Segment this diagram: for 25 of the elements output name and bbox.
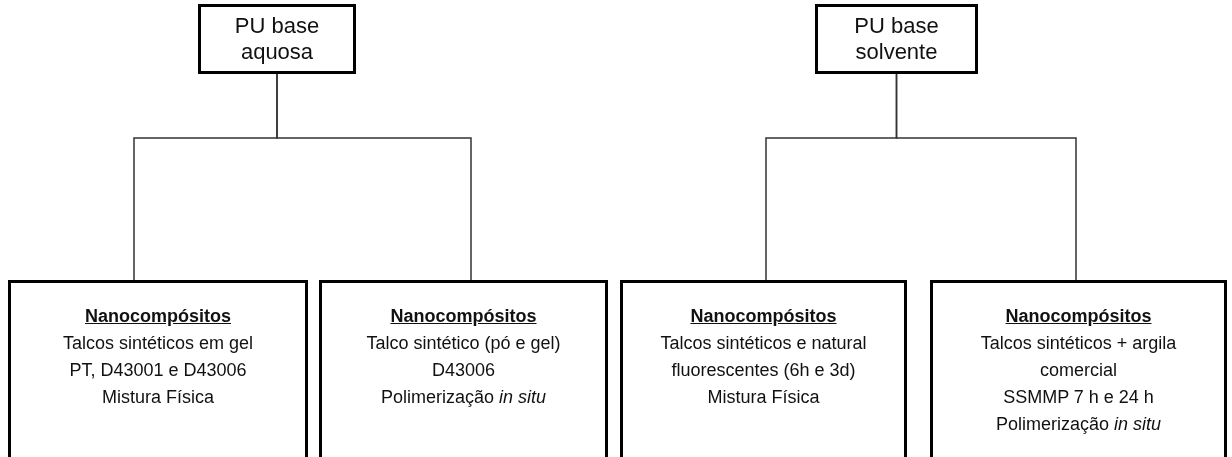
connector-line bbox=[895, 73, 1077, 281]
box-text: Talcos sintéticos em gel bbox=[61, 332, 255, 355]
box-text: SSMMP 7 h e 24 h bbox=[1002, 386, 1155, 409]
category-box bbox=[8, 280, 308, 457]
connector-line bbox=[276, 73, 472, 281]
category-box bbox=[815, 4, 978, 74]
box-text: Talco sintético (pó e gel) bbox=[365, 332, 562, 355]
box-text: Talcos sintéticos + argila comercial bbox=[979, 332, 1178, 382]
category-box bbox=[198, 4, 356, 74]
box-heading: Nanocompósitos bbox=[389, 305, 538, 328]
box-heading: Nanocompósitos bbox=[84, 305, 232, 328]
box-text: Mistura Física bbox=[706, 386, 821, 409]
category-box bbox=[620, 280, 907, 457]
category-box bbox=[319, 280, 608, 457]
box-text: PT, D43001 e D43006 bbox=[68, 359, 248, 382]
box-text: Talcos sintéticos e natural fluorescentes (6h e 3d) bbox=[659, 332, 868, 382]
box-text: Polimerização in situ bbox=[379, 386, 548, 409]
box-text: Polimerização in situ bbox=[994, 413, 1163, 436]
box-text: D43006 bbox=[430, 359, 497, 382]
box-text: PU base solvente bbox=[853, 13, 940, 65]
box-text: Mistura Física bbox=[101, 386, 215, 409]
box-text: PU base aquosa bbox=[233, 13, 321, 65]
box-heading: Nanocompósitos bbox=[1004, 305, 1153, 328]
box-heading: Nanocompósitos bbox=[689, 305, 838, 328]
category-box bbox=[930, 280, 1227, 457]
